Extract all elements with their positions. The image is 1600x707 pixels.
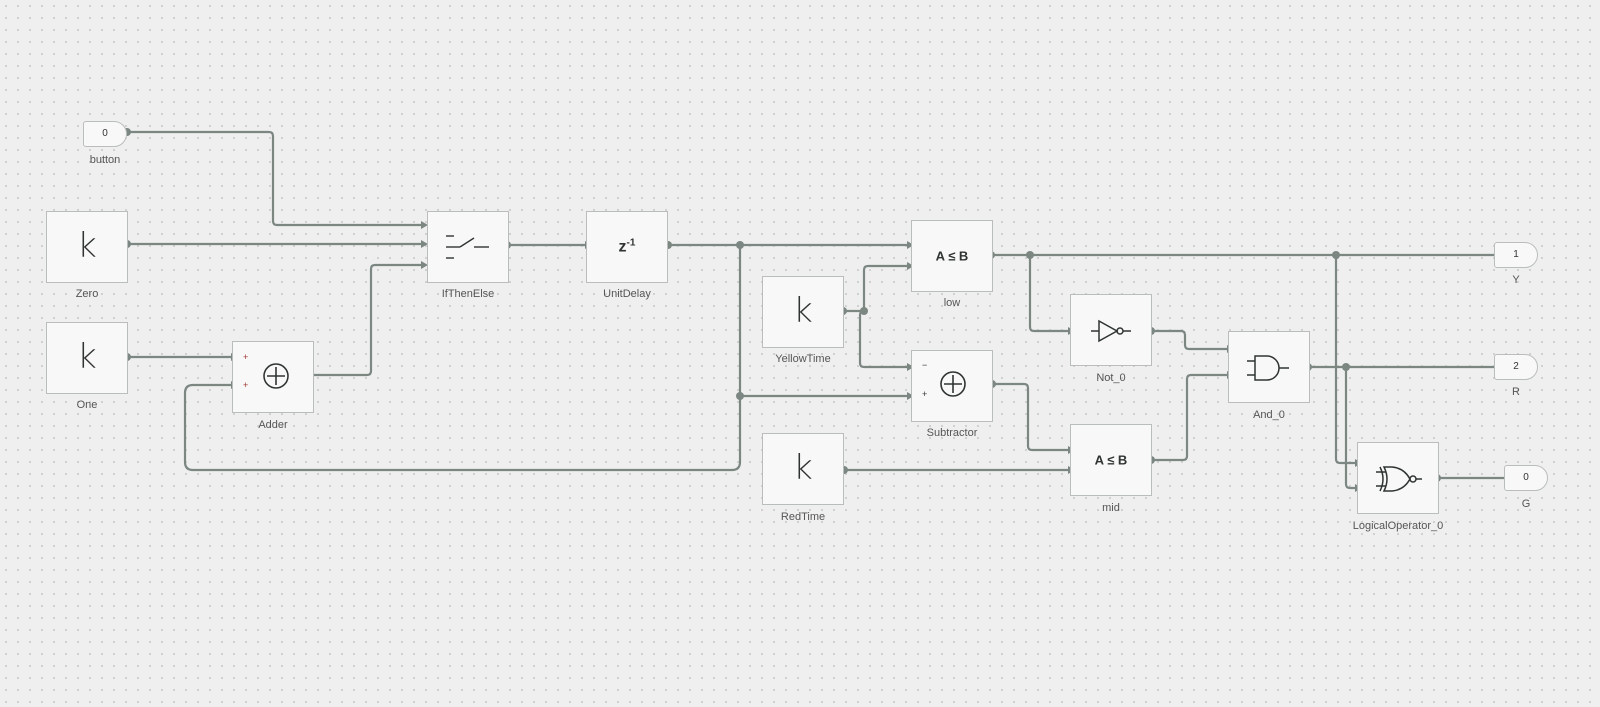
wire-low-to-logicalop xyxy=(1334,255,1355,465)
outport-y-label: Y xyxy=(1512,274,1520,286)
wire-button-to-ifthenelse xyxy=(127,130,421,227)
compare-block-low[interactable]: A ≤ B xyxy=(911,220,993,292)
block-label-one: One xyxy=(76,399,98,411)
delay-symbol-exponent: -1 xyxy=(626,237,636,249)
constant-block-yellowtime[interactable]: k xyxy=(762,276,844,348)
outport-r-number: 2 xyxy=(1513,361,1519,372)
wire-and-to-logicalop xyxy=(1344,367,1355,490)
constant-block-one[interactable]: k xyxy=(46,322,128,394)
subtractor-sign-2: + xyxy=(922,389,928,399)
constant-block-redtime[interactable]: k xyxy=(762,433,844,505)
wire-adder-to-ifthenelse xyxy=(310,263,421,377)
wire-low-to-not xyxy=(1028,255,1068,333)
outport-r[interactable]: 2 xyxy=(1494,354,1538,380)
inport-button-label: button xyxy=(89,154,121,166)
inport-button[interactable]: 0 xyxy=(83,121,127,147)
block-label-ifthenelse: IfThenElse xyxy=(441,288,495,300)
inport-button-number: 0 xyxy=(102,128,108,139)
logic-block-and0[interactable] xyxy=(1228,331,1310,403)
logic-block-not0[interactable] xyxy=(1070,294,1152,366)
block-label-subtractor: Subtractor xyxy=(926,427,978,439)
block-label-unitdelay: UnitDelay xyxy=(603,288,651,300)
constant-k-symbol: k xyxy=(77,337,97,378)
outport-y-number: 1 xyxy=(1513,249,1519,260)
block-label-adder: Adder xyxy=(258,419,288,431)
outport-g-number: 0 xyxy=(1523,472,1529,483)
outport-r-label: R xyxy=(1512,386,1520,398)
adder-sign-2: + xyxy=(243,380,249,390)
sum-icon xyxy=(263,363,289,389)
outport-g-label: G xyxy=(1521,498,1531,510)
block-label-mid: mid xyxy=(1102,502,1120,514)
constant-k-symbol: k xyxy=(793,448,813,489)
logic-block-logicaloperator0[interactable] xyxy=(1357,442,1439,514)
block-label-and0: And_0 xyxy=(1253,409,1285,421)
constant-k-symbol: k xyxy=(77,226,97,267)
sum-block-subtractor[interactable]: − + xyxy=(911,350,993,422)
block-label-yellowtime: YellowTime xyxy=(775,353,831,365)
block-label-redtime: RedTime xyxy=(780,511,826,523)
block-label-zero: Zero xyxy=(75,288,99,300)
wire-subtractor-to-mid xyxy=(992,382,1068,452)
xnor-gate-icon xyxy=(1376,466,1422,492)
delay-block-unitdelay[interactable]: z-1 xyxy=(586,211,668,283)
compare-symbol: A ≤ B xyxy=(935,248,969,264)
wire-unitdelay-branch xyxy=(183,245,742,472)
constant-k-symbol: k xyxy=(793,291,813,332)
delay-symbol-base: z xyxy=(618,238,627,256)
compare-block-mid[interactable]: A ≤ B xyxy=(1070,424,1152,496)
delay-symbol: z-1 xyxy=(587,237,667,256)
wire-mid-to-and xyxy=(1151,373,1227,462)
adder-sign-1: + xyxy=(243,352,249,362)
outport-g[interactable]: 0 xyxy=(1504,465,1548,491)
switch-icon xyxy=(446,235,489,259)
and-gate-icon xyxy=(1247,355,1289,381)
outport-y[interactable]: 1 xyxy=(1494,242,1538,268)
compare-symbol: A ≤ B xyxy=(1094,452,1128,468)
sum-block-adder[interactable]: + + xyxy=(232,341,314,413)
wire-not-to-and xyxy=(1151,329,1227,351)
block-label-not0: Not_0 xyxy=(1096,372,1126,384)
sum-icon xyxy=(940,371,966,397)
block-label-logicaloperator0: LogicalOperator_0 xyxy=(1352,520,1444,532)
switch-block-ifthenelse[interactable] xyxy=(427,211,509,283)
not-gate-icon xyxy=(1091,319,1131,343)
block-label-low: low xyxy=(943,297,961,309)
subtractor-sign-1: − xyxy=(922,360,928,370)
constant-block-zero[interactable]: k xyxy=(46,211,128,283)
